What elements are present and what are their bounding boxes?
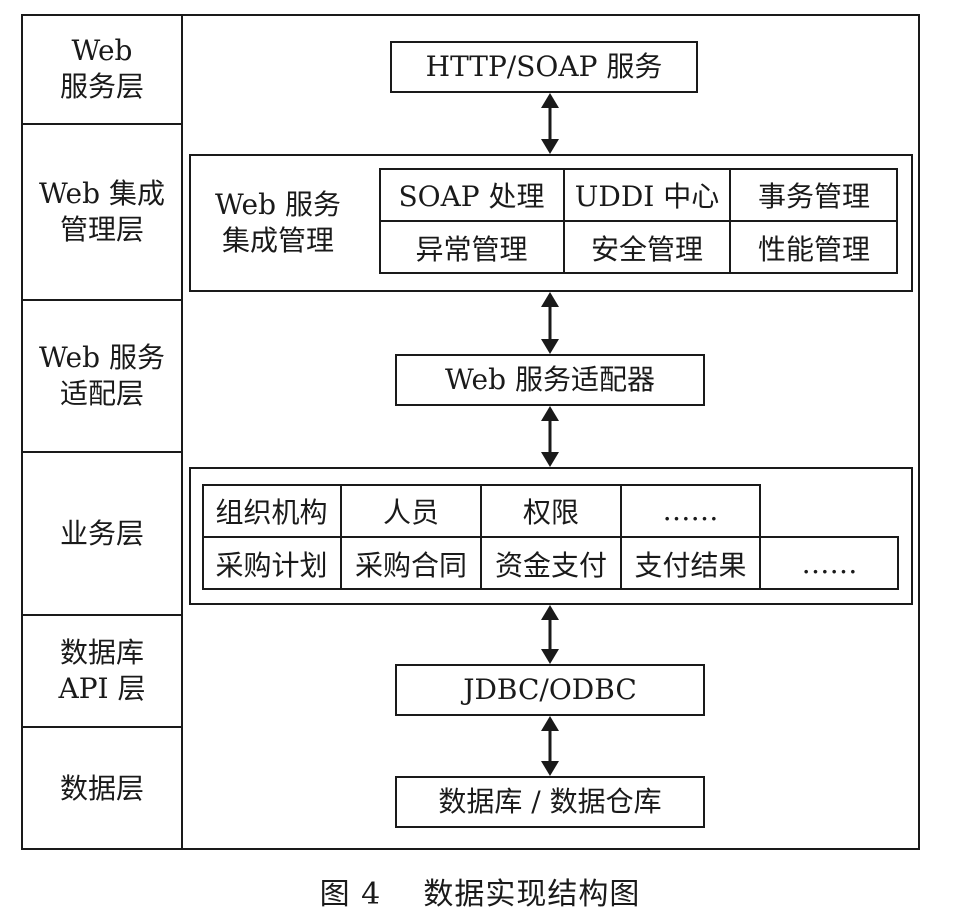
cell-purchase-contract: 采购合同 bbox=[354, 548, 467, 582]
figure-number: 图 4 bbox=[319, 877, 382, 912]
layer-web-adapter: Web 服务 适配层 bbox=[39, 341, 165, 410]
layer-db-api: 数据库 API 层 bbox=[58, 636, 146, 705]
cell-personnel: 人员 bbox=[382, 495, 439, 529]
cell-transaction-mgmt: 事务管理 bbox=[757, 179, 870, 213]
http-soap-box: HTTP/SOAP 服务 bbox=[390, 41, 698, 93]
business-row2 bbox=[202, 536, 899, 590]
cell-performance-mgmt: 性能管理 bbox=[757, 232, 870, 266]
cell-fund-payment: 资金支付 bbox=[494, 548, 607, 582]
layer-web-integration: Web 集成 管理层 bbox=[39, 177, 165, 246]
cell-organization: 组织机构 bbox=[215, 495, 328, 529]
figure-caption: 图 4 数据实现结构图 bbox=[0, 866, 960, 916]
arrow-http-to-integration bbox=[541, 93, 559, 154]
cell-uddi-center: UDDI 中心 bbox=[574, 179, 720, 213]
arrow-adapter-to-business bbox=[541, 406, 559, 467]
layer-business: 业务层 bbox=[59, 516, 144, 550]
arrow-jdbc-to-database bbox=[541, 716, 559, 776]
integration-title: Web 服务 集成管理 bbox=[215, 188, 341, 257]
arrow-business-to-jdbc bbox=[541, 605, 559, 664]
cell-exception-mgmt: 异常管理 bbox=[415, 232, 528, 266]
figure-title: 数据实现结构图 bbox=[423, 877, 641, 912]
layer-data: 数据层 bbox=[59, 771, 144, 805]
cell-security-mgmt: 安全管理 bbox=[590, 232, 703, 266]
cell-permission: 权限 bbox=[522, 495, 579, 529]
cell-payment-result: 支付结果 bbox=[634, 548, 747, 582]
adapter-box: Web 服务适配器 bbox=[395, 354, 705, 406]
database-box: 数据库 / 数据仓库 bbox=[395, 776, 705, 828]
jdbc-odbc-box: JDBC/ODBC bbox=[395, 664, 705, 716]
cell-purchase-plan: 采购计划 bbox=[215, 548, 328, 582]
layer-web-service: Web 服务层 bbox=[59, 34, 144, 103]
cell-soap-processing: SOAP 处理 bbox=[398, 179, 545, 213]
arrow-integration-to-adapter bbox=[541, 292, 559, 354]
cell-ellipsis-row2: …… bbox=[801, 547, 858, 580]
cell-ellipsis-row1: …… bbox=[662, 494, 719, 527]
layer-column bbox=[21, 14, 183, 850]
